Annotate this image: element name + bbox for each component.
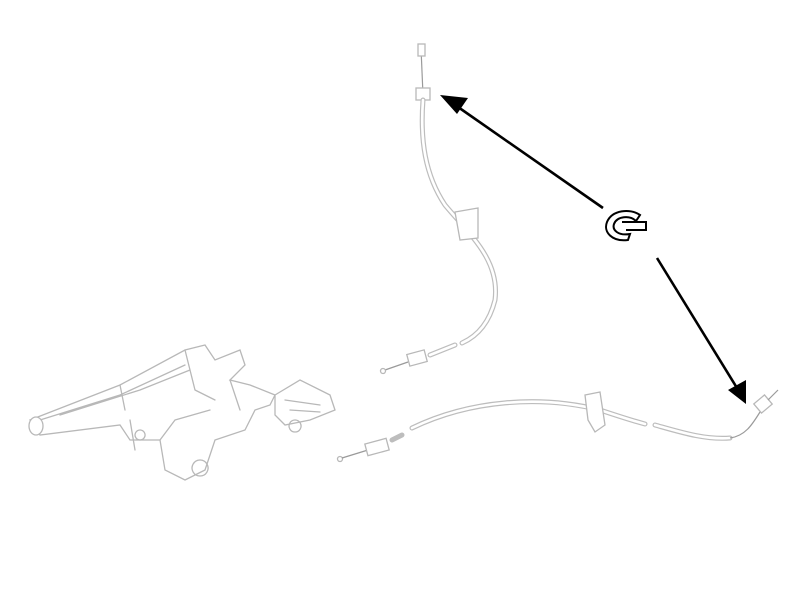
- pointer-arrows: [440, 95, 746, 404]
- arrowhead-icon: [728, 380, 746, 404]
- upper-rear-cable: [379, 43, 499, 375]
- cable-retaining-clip-icon: [605, 209, 647, 242]
- lower-rear-cable: [336, 389, 779, 463]
- parking-brake-lever-assembly: [28, 344, 336, 481]
- arrowhead-icon: [440, 95, 468, 114]
- arrow-to-lower-cable: [655, 257, 739, 389]
- arrow-to-upper-cable: [457, 105, 604, 210]
